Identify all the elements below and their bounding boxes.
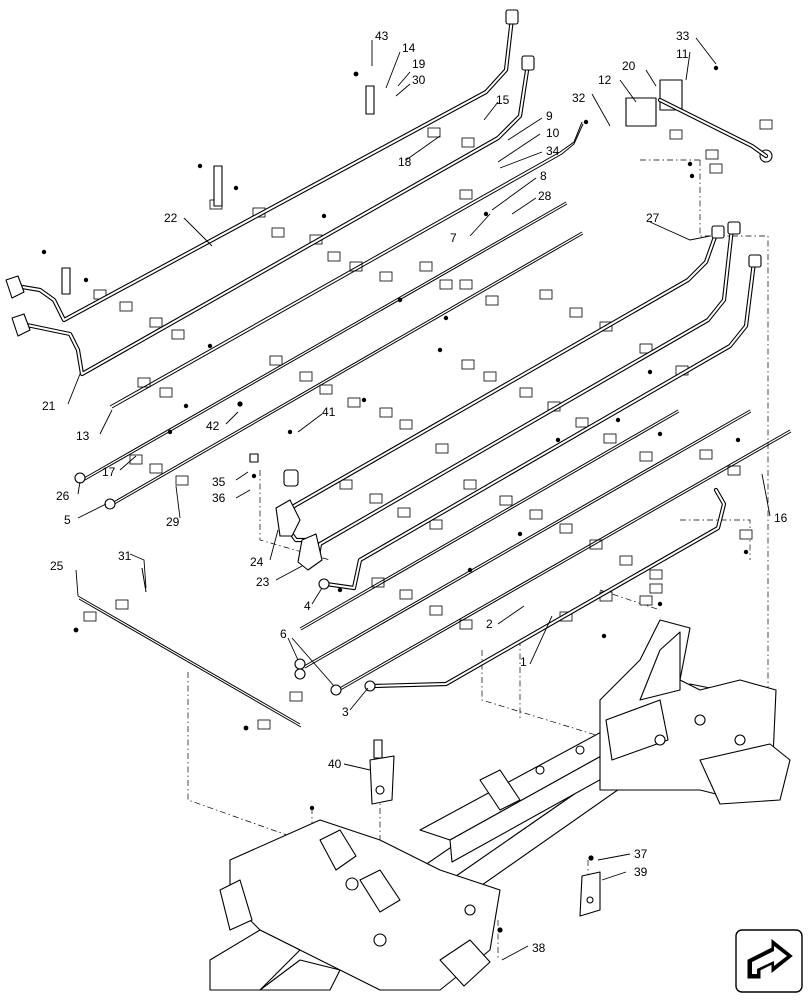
callout-31: 31 bbox=[118, 549, 132, 563]
callout-6: 6 bbox=[280, 627, 287, 641]
callout-30: 30 bbox=[412, 73, 426, 87]
pipe-fittings bbox=[5, 9, 773, 696]
callout-25: 25 bbox=[50, 559, 64, 573]
arrow-next-page-icon[interactable] bbox=[735, 929, 803, 993]
callout-36: 36 bbox=[212, 491, 226, 505]
callout-11: 11 bbox=[676, 47, 689, 61]
callout-3: 3 bbox=[342, 705, 349, 719]
callout-15: 15 bbox=[496, 93, 510, 107]
callout-29: 29 bbox=[166, 515, 180, 529]
callout-42: 42 bbox=[206, 419, 220, 433]
callout-9: 9 bbox=[546, 109, 553, 123]
callout-1: 1 bbox=[520, 655, 527, 669]
callout-18: 18 bbox=[398, 155, 412, 169]
callout-37: 37 bbox=[634, 847, 648, 861]
callout-27: 27 bbox=[646, 211, 660, 225]
callout-43: 43 bbox=[375, 29, 389, 43]
callout-24: 24 bbox=[250, 555, 264, 569]
assembly-dash-lines bbox=[187, 159, 769, 960]
callout-7: 7 bbox=[450, 231, 457, 245]
callout-5: 5 bbox=[64, 513, 71, 527]
callout-4: 4 bbox=[304, 599, 311, 613]
mount-brackets bbox=[369, 739, 601, 917]
callout-34: 34 bbox=[546, 144, 560, 158]
callout-8: 8 bbox=[540, 169, 547, 183]
callout-32: 32 bbox=[572, 91, 586, 105]
callout-26: 26 bbox=[56, 489, 70, 503]
callout-40: 40 bbox=[328, 757, 342, 771]
callout-33: 33 bbox=[676, 29, 690, 43]
callout-38: 38 bbox=[532, 941, 546, 955]
callout-41: 41 bbox=[322, 405, 336, 419]
callout-12: 12 bbox=[598, 73, 612, 87]
callout-10: 10 bbox=[546, 126, 560, 140]
callout-16: 16 bbox=[774, 511, 788, 525]
callout-14: 14 bbox=[402, 41, 416, 55]
chassis-frame bbox=[209, 619, 791, 991]
callout-20: 20 bbox=[622, 59, 636, 73]
callout-39: 39 bbox=[634, 865, 648, 879]
callout-19: 19 bbox=[412, 57, 426, 71]
hydraulic-lines bbox=[13, 15, 792, 728]
callout-22: 22 bbox=[164, 211, 178, 225]
callout-23: 23 bbox=[256, 575, 270, 589]
callout-28: 28 bbox=[538, 189, 552, 203]
callout-17: 17 bbox=[102, 465, 116, 479]
callout-13: 13 bbox=[76, 429, 90, 443]
leader-lines bbox=[67, 37, 771, 961]
callout-21: 21 bbox=[42, 399, 56, 413]
callout-2: 2 bbox=[486, 617, 493, 631]
callout-labels: 43 14 19 30 15 9 10 34 8 28 7 18 22 21 1… bbox=[42, 29, 788, 955]
callout-35: 35 bbox=[212, 475, 226, 489]
